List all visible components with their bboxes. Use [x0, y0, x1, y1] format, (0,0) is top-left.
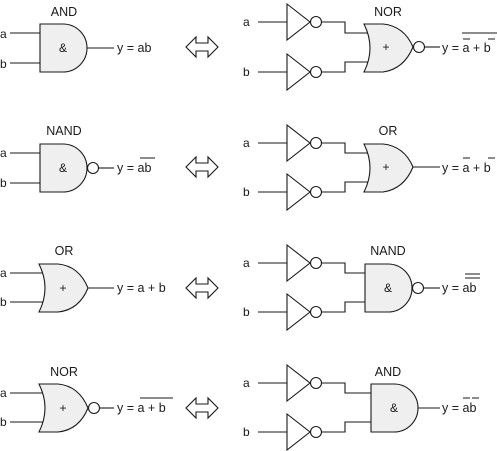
row2-right-inverter-b: [286, 172, 311, 212]
row4-right-input-a-label: a: [243, 376, 250, 390]
row4-left-nor-gate-group: NOR a b + y = a + b: [0, 365, 173, 433]
row3-left-input-b-label: b: [0, 295, 7, 309]
row4-left-gate-symbol: +: [59, 401, 66, 415]
row3-left-or-gate: [38, 263, 89, 313]
row1-left-and-gate: [39, 23, 88, 73]
row4-left-title: NOR: [50, 365, 78, 379]
row2-left-title: NAND: [46, 124, 81, 138]
row1-right-nor-group: NOR a b + y = a + b: [243, 2, 497, 92]
row1-right-inverter-a: [286, 2, 311, 42]
row2-right-wire-b-mid: [321, 181, 370, 193]
row4-left-input-b-label: b: [0, 415, 7, 429]
row3-right-input-b-label: b: [243, 305, 250, 319]
row1-right-inverter-b: [286, 52, 311, 92]
row4-right-title: AND: [375, 365, 401, 379]
row2-left-input-a-label: a: [0, 146, 7, 160]
row2-right-equation: y = a + b: [442, 161, 491, 175]
row4-right-and-gate: [370, 383, 419, 433]
row2-right-input-b-label: b: [243, 185, 250, 199]
row3-left-equation: y = a + b: [117, 281, 166, 295]
row1-right-wire-a-mid: [321, 21, 370, 34]
row2-left-output-bubble: [86, 161, 100, 175]
row1-right-inverter-b-bubble: [309, 65, 323, 79]
row4-right-input-b-label: b: [243, 425, 250, 439]
row1-right-input-a-label: a: [243, 15, 250, 29]
row2-left-nand-gate: [39, 143, 88, 193]
row4-right-inverter-a: [286, 363, 311, 403]
row2-right-or-group: OR a b + y = a + b: [243, 123, 495, 212]
row2-right-inverter-b-bubble: [309, 185, 323, 199]
row3-right-nand-group: NAND a b & y = ab: [243, 243, 480, 332]
row1-right-gate-symbol: +: [382, 40, 389, 54]
row1-left-input-b-label: b: [0, 57, 7, 71]
row3-left-title: OR: [55, 244, 74, 258]
row3-right-gate-symbol: &: [384, 281, 392, 295]
row3-right-wire-a-mid: [321, 262, 365, 274]
row2-double-arrow-icon: [185, 155, 219, 179]
row3-right-inverter-b: [286, 292, 311, 332]
row1-left-and-gate-group: AND a b & y = ab: [0, 5, 151, 73]
row1-left-title: AND: [51, 5, 77, 19]
row4-left-output-bubble: [87, 401, 101, 415]
row4-right-gate-symbol: &: [390, 401, 398, 415]
row4-right-wire-b-mid: [321, 421, 371, 433]
row4-right-inverter-a-bubble: [309, 376, 323, 390]
row2-left-equation: y = ab: [117, 161, 151, 175]
row4-right-inverter-b: [286, 412, 311, 451]
row2-right-inverter-a: [286, 123, 311, 163]
row4-left-input-a-label: a: [0, 386, 7, 400]
row4-double-arrow-icon: [185, 396, 219, 420]
row1-right-input-b-label: b: [243, 65, 250, 79]
row3-left-gate-symbol: +: [59, 281, 66, 295]
row3-right-output-bubble: [411, 281, 425, 295]
row2-right-inverter-a-bubble: [309, 136, 323, 150]
row3-right-inverter-b-bubble: [309, 305, 323, 319]
row1-right-or-gate: [363, 23, 414, 73]
row4-right-and-group: AND a b & y = ab: [243, 363, 479, 451]
row3-right-title: NAND: [370, 244, 405, 258]
row2-right-wire-a-mid: [321, 142, 370, 154]
row1-left-equation: y = ab: [117, 41, 151, 55]
row4-left-equation: y = a + b: [117, 401, 166, 415]
row1-double-arrow-icon: [185, 35, 219, 59]
row1-right-output-bubble: [412, 40, 426, 54]
row4-right-inverter-b-bubble: [309, 425, 323, 439]
row2-right-gate-symbol: +: [382, 160, 389, 174]
row2-right-title: OR: [379, 124, 398, 138]
row2-right-input-a-label: a: [243, 136, 250, 150]
row4-left-or-gate: [38, 383, 89, 433]
row3-right-inverter-a-bubble: [309, 256, 323, 270]
row2-left-nand-gate-group: NAND a b & y = ab: [0, 124, 155, 193]
row3-right-and-gate: [364, 263, 413, 313]
row1-right-wire-b-mid: [321, 61, 370, 73]
row1-right-title: NOR: [374, 5, 402, 19]
row1-left-input-a-label: a: [0, 27, 7, 41]
row2-left-gate-symbol: &: [59, 161, 67, 175]
row3-right-input-a-label: a: [243, 256, 250, 270]
row3-right-inverter-a: [286, 243, 311, 283]
row1-left-gate-symbol: &: [59, 41, 67, 55]
row1-right-equation: y = a + b: [442, 41, 491, 55]
row3-left-input-a-label: a: [0, 266, 7, 280]
row4-right-equation: y = ab: [442, 401, 476, 415]
row3-right-equation: y = ab: [442, 281, 476, 295]
row2-left-input-b-label: b: [0, 176, 7, 190]
row1-right-inverter-a-bubble: [309, 15, 323, 29]
row2-right-or-gate: [363, 143, 414, 193]
row4-right-wire-a-mid: [321, 382, 371, 394]
row3-right-wire-b-mid: [321, 301, 365, 313]
row3-double-arrow-icon: [185, 276, 219, 300]
row3-left-or-gate-group: OR a b + y = a + b: [0, 244, 166, 313]
